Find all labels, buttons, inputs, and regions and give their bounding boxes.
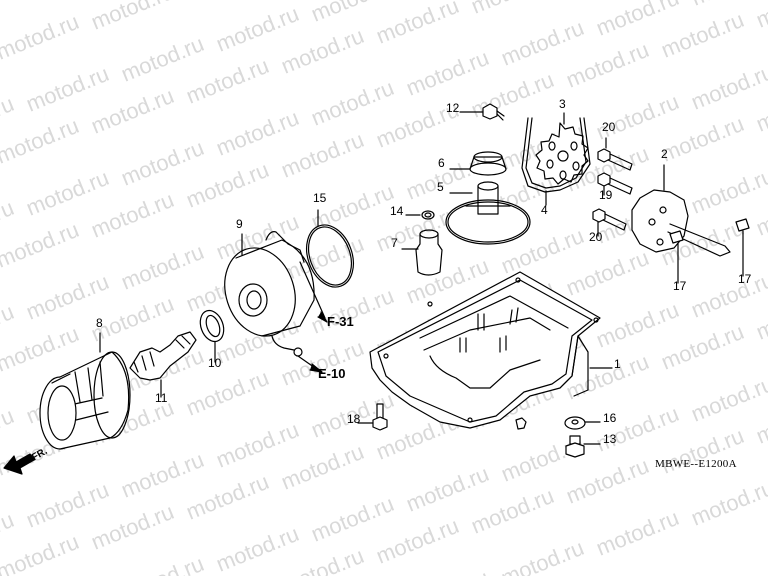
small-washer-part	[405, 210, 435, 220]
callout-number: 19	[599, 188, 613, 202]
callout-number: 18	[347, 412, 361, 426]
reference-label-f-31: F-31	[327, 314, 354, 329]
callout-number: 6	[438, 156, 445, 170]
pan-bolt-part	[357, 403, 388, 431]
callout-number: 15	[313, 191, 327, 205]
callout-number: 13	[603, 432, 617, 446]
cam-chain-part	[521, 117, 591, 206]
callout-number: 7	[391, 236, 398, 250]
washer-part	[199, 309, 225, 363]
callout-number: 1	[614, 357, 621, 371]
callout-number: 20	[589, 230, 603, 244]
pump-bolt-upper-part	[597, 137, 633, 171]
center-bolt-part	[129, 331, 197, 398]
oil-pan-part	[369, 271, 613, 430]
o-ring-part	[306, 209, 354, 288]
oil-pump-part	[631, 164, 731, 257]
dowel-pin-right-part	[735, 218, 750, 277]
pump-bolt-lower-part	[592, 208, 627, 237]
drawing-code-label: MBWE--E1200A	[655, 458, 737, 470]
dowel-pin-left-part	[669, 230, 684, 284]
callout-number: 12	[446, 101, 460, 115]
callout-number: 2	[661, 147, 668, 161]
small-bolt-part	[459, 103, 505, 121]
callout-number: 17	[673, 279, 687, 293]
callout-number: 5	[437, 180, 444, 194]
callout-number: 14	[390, 204, 404, 218]
callout-number: 8	[96, 316, 103, 330]
callout-number: 20	[602, 120, 616, 134]
pump-bolt-middle-part	[597, 172, 633, 196]
callout-number: 9	[236, 217, 243, 231]
callout-number: 16	[603, 411, 617, 425]
callout-number: 4	[541, 203, 548, 217]
cap-part	[449, 151, 507, 176]
reference-label-e-10: E-10	[318, 366, 346, 381]
oil-cooler-part	[224, 231, 328, 373]
front-arrow-icon	[3, 453, 35, 475]
strainer-part	[445, 181, 531, 245]
drain-washer-part	[564, 416, 601, 430]
callout-number: 11	[155, 391, 168, 405]
callout-number: 3	[559, 97, 566, 111]
oil-filter-part	[39, 332, 131, 450]
callout-number: 10	[208, 356, 222, 370]
callout-number: 17	[738, 272, 752, 286]
relief-valve-part	[401, 229, 443, 276]
drain-bolt-part	[565, 435, 601, 458]
